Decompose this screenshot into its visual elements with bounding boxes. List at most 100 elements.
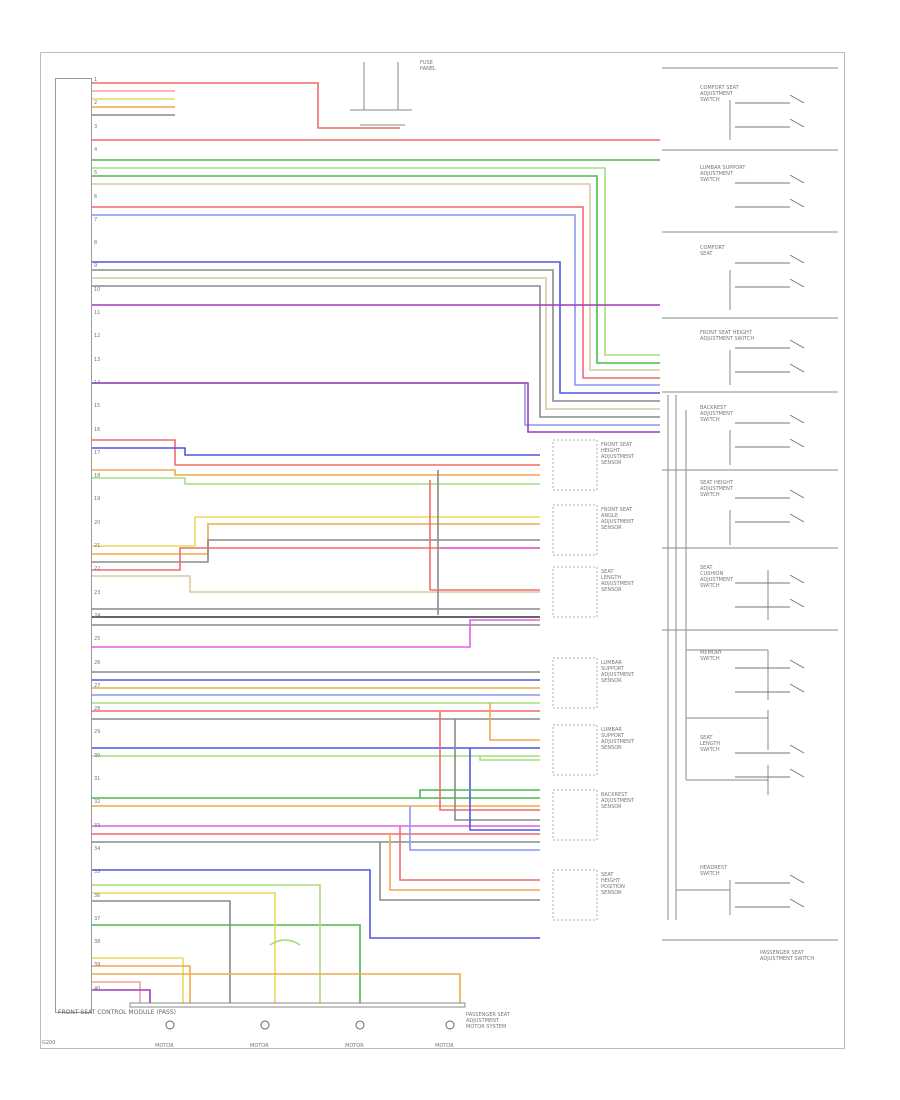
switch-contact [789,118,805,128]
switch-system-label: PASSENGER SEAT ADJUSTMENT SWITCH [760,950,815,962]
module-pin-label: 40 [94,985,101,992]
sensor-box [552,504,598,556]
switch-contact [789,254,805,264]
harness-wire [92,206,660,379]
motor-symbol [355,1020,365,1030]
module-pin-label: 14 [94,379,101,386]
switch-contact [789,874,805,884]
switch-label: MEMORY SWITCH [700,650,722,662]
module-pin-label: 23 [94,589,101,596]
switch-contact [789,363,805,373]
module-pin-label: 20 [94,519,101,526]
diagram-border [40,52,845,1049]
lower-wire [92,989,151,1003]
motor-connector [129,1002,466,1008]
motor-label: MOTOR [250,1043,269,1049]
sensor-wire [92,575,540,593]
sensor-wire [92,619,540,648]
module-pin-label: 24 [94,612,101,619]
module-pin-label: 30 [94,752,101,759]
lower-wire [399,826,540,881]
module-pin-label: 6 [94,193,98,200]
switch-contact [789,198,805,208]
sensor-label: FRONT SEAT HEIGHT ADJUSTMENT SENSOR [601,442,634,466]
module-pin-label: 38 [94,939,101,946]
switch-label: SEAT LENGTH SWITCH [700,735,721,753]
module-pin-label: 12 [94,333,101,340]
module-pin-label: 36 [94,892,101,899]
harness-wire [92,269,660,402]
sensor-wire [92,547,540,571]
switch-contact [789,414,805,424]
lower-wire [389,834,540,891]
module-pin-label: 10 [94,286,101,293]
module-pin-label: 13 [94,356,101,363]
sensor-wire [92,439,540,466]
lower-wire [479,756,540,761]
module-pin-label: 29 [94,729,101,736]
lower-wire [439,711,540,811]
sensor-label: SEAT HEIGHT POSITION SENSOR [601,872,625,896]
switch-label: BACKREST ADJUSTMENT SWITCH [700,405,733,423]
module-pin-label: 9 [94,263,98,270]
switch-label: COMFORT SEAT [700,245,725,257]
module-pin-label: 26 [94,659,101,666]
lower-wire [92,973,461,1003]
motor-label: MOTOR [155,1043,174,1049]
lower-wire [92,965,191,1003]
switch-contact [789,574,805,584]
module-pin-label: 16 [94,426,101,433]
module-pin-label: 3 [94,123,98,130]
module-pin-label: 21 [94,543,101,549]
lower-wire [92,884,321,1003]
sensor-box [552,566,598,618]
lower-wire [92,900,231,1003]
switch-label: HEADREST SWITCH [700,865,728,877]
lower-wire [469,748,540,831]
switch-contact [789,659,805,669]
switch-label: SEAT HEIGHT ADJUSTMENT SWITCH [700,480,734,498]
harness-wire [92,261,660,394]
module-pin-label: 15 [94,403,101,410]
switch-contact [789,598,805,608]
harness-wire [92,183,660,371]
harness-wire [92,382,660,433]
sensor-wire [92,447,540,456]
module-pin-label: 19 [94,496,101,503]
sensor-box [552,789,598,841]
module-pin-label: 4 [94,146,98,153]
harness-wire [92,382,660,426]
switch-contact [789,174,805,184]
motor-symbol [260,1020,270,1030]
sensor-wire [92,477,540,485]
lower-wire [92,957,184,1003]
module-pin-label: 35 [94,869,101,876]
lower-wire [92,892,276,1003]
switch-contact [789,489,805,499]
harness-wire [92,175,660,364]
sensor-box [552,657,598,709]
module-pin-label: 32 [94,799,101,806]
ground-label: G200 [42,1040,56,1046]
sensor-wire [92,523,540,555]
motor-system-label: PASSENGER SEAT ADJUSTMENT MOTOR SYSTEM [466,1012,510,1030]
lower-wire [379,842,540,901]
lower-wire [489,703,540,741]
module-pin-label: 18 [94,473,101,480]
fuse-panel-wiring [350,62,412,126]
module-pin-label: 17 [94,449,101,456]
sensor-label: SEAT LENGTH ADJUSTMENT SENSOR [601,569,634,593]
switch-contact [789,339,805,349]
switch-contact [789,683,805,693]
switch-contact [789,513,805,523]
switch-label: SEAT CUSHION ADJUSTMENT SWITCH [700,565,733,589]
motor-symbol [445,1020,455,1030]
sensor-wire [92,539,540,563]
lower-wire [419,789,540,798]
module-pin-label: 33 [94,822,101,829]
switch-label: COMFORT SEAT ADJUSTMENT SWITCH [700,85,739,103]
harness-wire [92,285,660,418]
module-pin-label: 39 [94,962,101,969]
